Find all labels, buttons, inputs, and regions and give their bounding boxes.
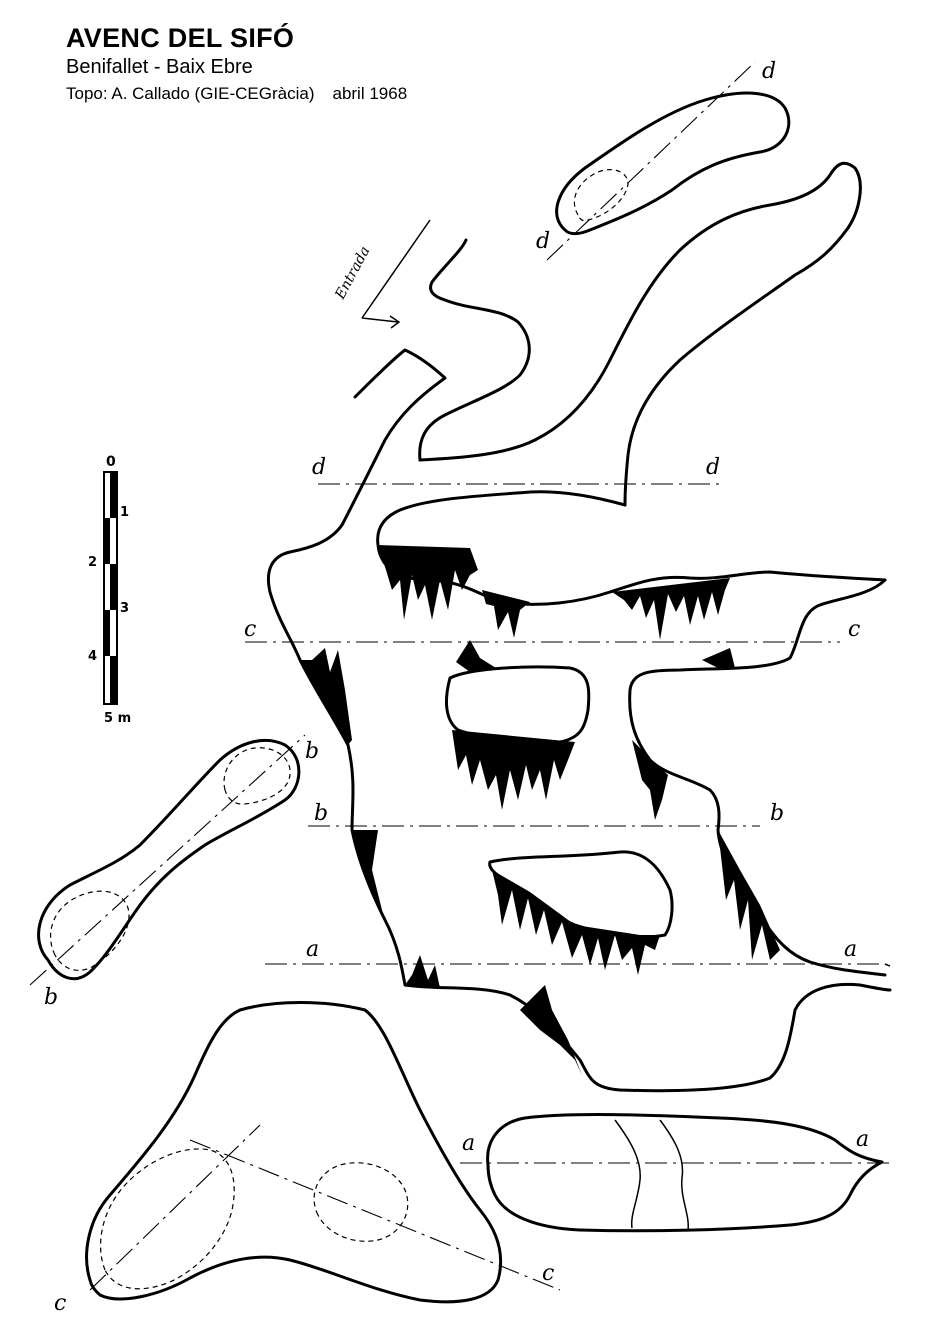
scale-segment-4 bbox=[104, 610, 110, 656]
scale-tick-1: 1 bbox=[120, 505, 129, 520]
survey-location: Benifallet - Baix Ebre bbox=[66, 56, 253, 78]
section-c-floor-near bbox=[99, 1148, 235, 1290]
deposit-ceiling-2 bbox=[482, 590, 530, 638]
section-a-label-right: a bbox=[856, 1127, 869, 1152]
scale-tick-4: 4 bbox=[88, 649, 97, 664]
section-a-outline bbox=[486, 1113, 884, 1233]
cross-section-b: b b bbox=[29, 734, 319, 1010]
deposit-left-wall-2 bbox=[352, 830, 385, 920]
scale-tick-3: 3 bbox=[120, 601, 129, 616]
section-c-axis-cross bbox=[89, 1124, 261, 1291]
header: AVENC DEL SIFÓ Benifallet - Baix Ebre To… bbox=[66, 22, 407, 106]
section-b-label-bottom: b bbox=[44, 985, 58, 1010]
deposit-right-wall-1 bbox=[632, 740, 668, 820]
deposit-floor-1 bbox=[405, 955, 440, 988]
section-line-c-label-right: c bbox=[848, 617, 860, 642]
survey-credit: Topo: A. Callado (GIE-CEGràcia) abril 196… bbox=[66, 82, 407, 106]
section-a-inner-line-1 bbox=[614, 1119, 641, 1229]
section-d-label-top: d bbox=[762, 59, 776, 84]
section-a-inner-line-2 bbox=[659, 1119, 689, 1231]
section-c-outline bbox=[85, 1001, 503, 1304]
section-d-label-bottom: d bbox=[536, 229, 550, 254]
longitudinal-profile bbox=[266, 161, 892, 1093]
section-c-label-left: c bbox=[54, 1291, 66, 1316]
entrance-label: Entrada bbox=[332, 244, 373, 303]
deposit-ceiling-right bbox=[702, 648, 735, 668]
section-a-label-left: a bbox=[462, 1131, 475, 1156]
entrance-marker: Entrada bbox=[332, 219, 431, 329]
cross-section-c: c c bbox=[54, 1001, 561, 1316]
section-d-floor-outline bbox=[573, 169, 629, 222]
entrance-arrow-shaft bbox=[361, 317, 399, 323]
deposit-ceiling-3 bbox=[612, 578, 730, 640]
survey-title: AVENC DEL SIFÓ bbox=[66, 23, 295, 53]
section-d-axis bbox=[546, 61, 756, 261]
section-b-outline bbox=[37, 738, 301, 981]
chamber-wall-left bbox=[298, 658, 892, 1093]
pillar-upper bbox=[444, 665, 591, 744]
section-b-label-top: b bbox=[305, 739, 319, 764]
scale-segment-1 bbox=[110, 472, 117, 518]
section-line-c-label-left: c bbox=[244, 617, 256, 642]
section-c-floor-far bbox=[313, 1162, 409, 1242]
section-line-a-label-right: a bbox=[844, 937, 857, 962]
entrance-arrow-head bbox=[389, 315, 401, 329]
shaft-wall-left bbox=[266, 348, 447, 662]
scale-segment-2 bbox=[104, 518, 110, 564]
survey-date: abril 1968 bbox=[332, 84, 408, 103]
section-line-d-label-right: d bbox=[706, 455, 720, 480]
deposit-pillar-upper bbox=[452, 730, 575, 810]
section-d-outline bbox=[555, 91, 791, 236]
section-line-b-label-left: b bbox=[314, 801, 328, 826]
scale-segment-5 bbox=[110, 656, 117, 704]
deposit-left-wall-1 bbox=[300, 648, 352, 745]
section-c-axis-main bbox=[189, 1139, 561, 1291]
deposit-ceiling-1 bbox=[378, 545, 478, 620]
profile-right-tick bbox=[884, 963, 891, 967]
section-b-axis bbox=[29, 734, 306, 986]
section-line-b-label-right: b bbox=[770, 801, 784, 826]
section-line-a-label-left: a bbox=[306, 937, 319, 962]
shaft-wall-inner bbox=[418, 238, 531, 462]
deposit-floor-2 bbox=[520, 985, 582, 1075]
scale-bar: 0 1 2 3 4 5 m bbox=[88, 454, 131, 726]
section-c-label-right: c bbox=[542, 1261, 554, 1286]
deposit-pillar-top bbox=[456, 640, 496, 672]
cross-section-a: a a bbox=[460, 1113, 895, 1233]
section-lines: d d c c b b a a bbox=[244, 455, 880, 965]
deposit-pillar-lower bbox=[492, 870, 660, 975]
chamber-ceiling bbox=[376, 490, 887, 606]
scale-tick-2: 2 bbox=[88, 555, 97, 570]
cross-section-d: d d bbox=[536, 59, 791, 261]
section-line-d-label-left: d bbox=[312, 455, 326, 480]
entrance-line bbox=[361, 219, 431, 319]
shaft-wall-right bbox=[418, 161, 862, 507]
survey-author: Topo: A. Callado (GIE-CEGràcia) bbox=[66, 84, 315, 103]
scale-tick-0: 0 bbox=[106, 454, 116, 470]
section-b-floor-far bbox=[223, 747, 291, 805]
deposit-right-wall-2 bbox=[718, 830, 780, 960]
section-b-floor-near bbox=[50, 890, 130, 971]
scale-tick-5: 5 m bbox=[104, 711, 131, 726]
scale-segment-3 bbox=[110, 564, 117, 610]
